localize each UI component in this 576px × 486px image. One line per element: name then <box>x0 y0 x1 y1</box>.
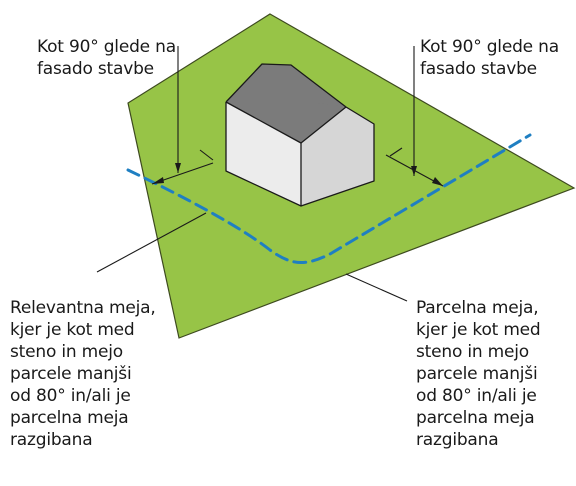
label-line: fasado stavbe <box>420 59 537 79</box>
dimension-right-arrowhead <box>432 177 443 186</box>
label-line: razgibana <box>416 430 499 450</box>
label-line: fasado stavbe <box>37 59 154 79</box>
building-roof-slope <box>262 64 346 107</box>
label-line: kjer je kot med <box>416 320 541 340</box>
dimension-left-arrowhead <box>152 177 164 184</box>
label-line: od 80° in/ali je <box>416 386 537 406</box>
label-line: Kot 90° glede na <box>420 37 559 57</box>
label-line: parcele manjši <box>10 364 132 384</box>
label-line: Kot 90° glede na <box>37 37 176 57</box>
label-line: parcele manjši <box>416 364 538 384</box>
dimension-left-arrowhead-top <box>175 163 181 173</box>
label-angle-right: Kot 90° glede na fasado stavbe <box>420 36 559 80</box>
label-angle-left: Kot 90° glede na fasado stavbe <box>37 36 176 80</box>
label-line: parcelna meja <box>10 408 129 428</box>
label-line: parcelna meja <box>416 408 535 428</box>
building-roof <box>226 64 346 143</box>
building-wall-left <box>226 102 301 206</box>
label-line: steno in mejo <box>10 342 124 362</box>
relevant-boundary-line <box>126 133 532 265</box>
label-line: steno in mejo <box>416 342 530 362</box>
label-line: razgibana <box>10 430 93 450</box>
building <box>225 63 375 207</box>
label-line: Relevantna meja, <box>10 298 156 318</box>
leader-line-parcel-boundary <box>345 273 408 302</box>
label-line: od 80° in/ali je <box>10 386 131 406</box>
label-parcel-boundary: Parcelna meja, kjer je kot med steno in … <box>416 297 541 451</box>
label-line: Parcelna meja, <box>416 298 539 318</box>
label-relevant-boundary: Relevantna meja, kjer je kot med steno i… <box>10 297 156 451</box>
building-wall-right <box>301 107 374 206</box>
label-line: kjer je kot med <box>10 320 135 340</box>
dimension-right-arrowhead-top <box>411 166 417 176</box>
leader-line-relevant-boundary <box>96 212 207 273</box>
building-outline <box>225 63 375 207</box>
